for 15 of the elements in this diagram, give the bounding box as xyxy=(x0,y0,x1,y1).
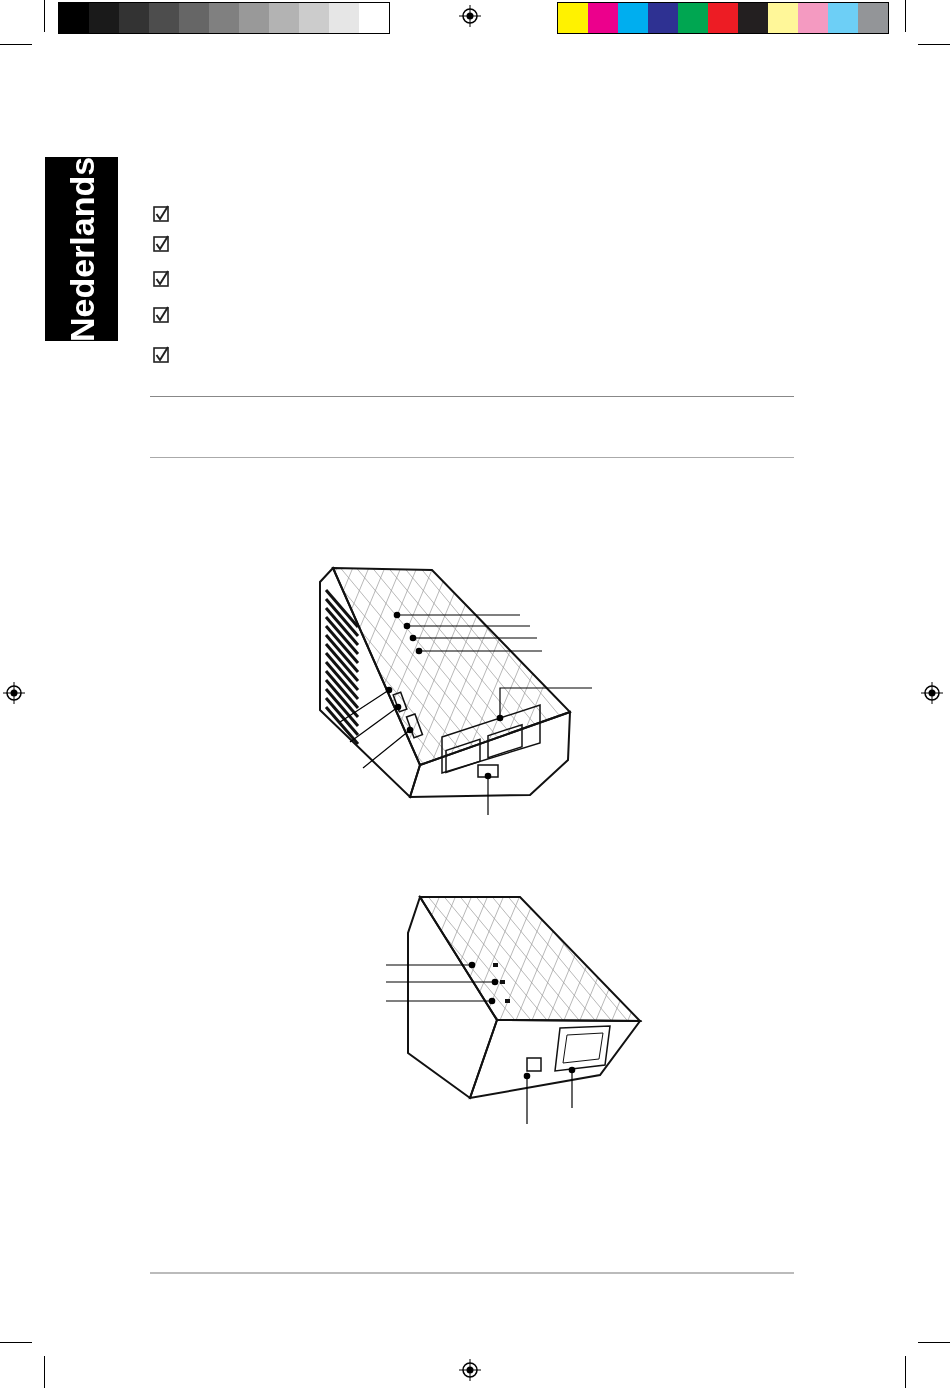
leader-line xyxy=(496,687,593,722)
leader-line xyxy=(385,978,499,986)
leader-line xyxy=(385,997,496,1005)
leader-line xyxy=(339,686,393,723)
leader-line xyxy=(403,622,531,630)
language-tab: Nederlands xyxy=(45,157,118,341)
leader-line xyxy=(568,1066,576,1109)
leader-line xyxy=(484,772,492,816)
leader-line xyxy=(362,726,414,769)
leader-line xyxy=(349,703,402,743)
leader-line xyxy=(523,1072,531,1125)
leader-line xyxy=(385,961,476,969)
leader-line xyxy=(393,611,521,619)
leader-line xyxy=(409,634,538,642)
leader-line xyxy=(415,647,543,655)
